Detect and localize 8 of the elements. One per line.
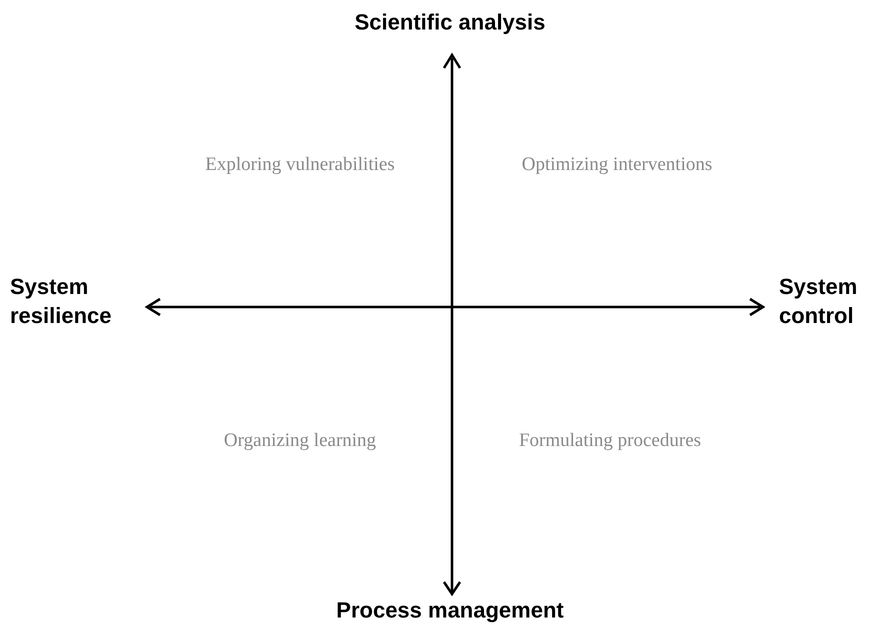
axis-label: System resilience — [10, 273, 113, 330]
quadrant-label: Formulating procedures — [518, 430, 702, 452]
quadrant-label: Optimizing interventions — [522, 154, 712, 176]
quadrant-label: Exploring vulnerabilities — [205, 154, 395, 176]
axis-label: Process management — [336, 596, 564, 625]
quadrant-label: Organizing learning — [224, 430, 376, 452]
axis-label: Scientific analysis — [354, 8, 546, 37]
axis-label: System control — [779, 273, 858, 330]
